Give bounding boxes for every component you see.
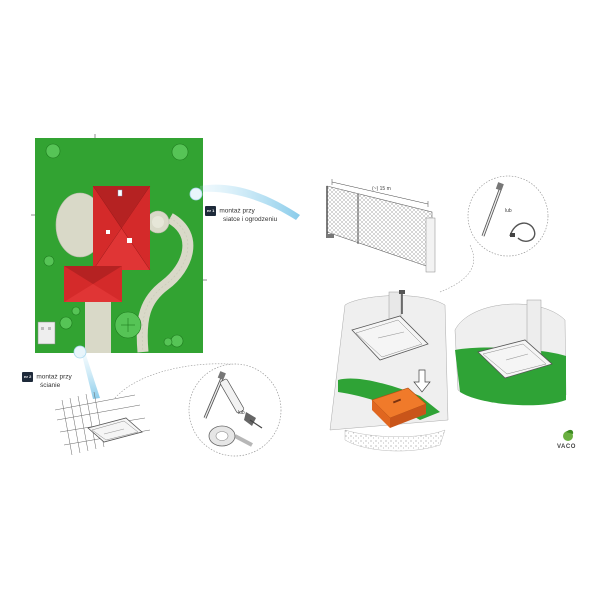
cable-tie-icon [509,222,536,242]
arrow-to-wall [82,355,100,399]
tape-roll-icon [208,425,253,447]
wall-mount-line2: ścianie [40,382,61,389]
fastener-callout-bottom [188,363,282,457]
vaco-logo-text: VACO [557,444,576,450]
fence-length-label: (~) 15 m [372,186,391,192]
fence-detail [326,179,436,273]
down-arrow-icon [413,369,431,393]
annex-roof [64,266,122,302]
wall-mount-line1: montaż przy [36,373,72,381]
house-roof [92,185,151,271]
sealant-gun-icon [219,378,263,429]
vaco-logo-icon [563,429,574,441]
wall-mount-tag: nr 2 [22,372,34,382]
garden-plan [31,134,207,359]
drain-box [371,387,427,428]
screw-anchor-icon [203,371,226,419]
installed-detail [454,299,567,406]
wall-detail [54,391,151,456]
fence-mount-line1: montaż przy [219,207,255,215]
or-label-bottom: lub [238,410,245,416]
walkway [85,300,111,353]
trees [43,143,189,348]
fastener-callout-top [467,175,549,257]
install-detail [329,290,449,452]
screw-anchor-icon [481,182,504,237]
arrow-to-fence [200,184,300,220]
fence-mount-tag: nr 1 [205,206,217,216]
fence-mount-line2: siatce i ogrodzeniu [223,216,278,223]
or-label-top: lub [505,208,512,214]
